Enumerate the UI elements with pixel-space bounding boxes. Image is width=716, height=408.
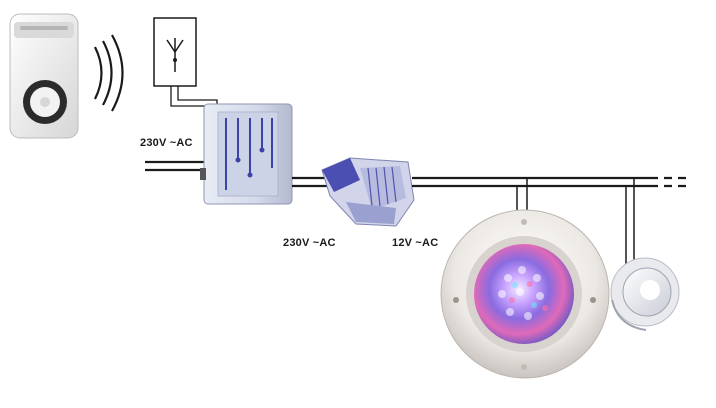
mains-voltage-label: 230V ~AC (140, 137, 193, 149)
control-box (200, 103, 293, 205)
rgb-pool-light (440, 209, 610, 379)
receiver-module (153, 17, 197, 87)
mains-input-wires (145, 160, 210, 172)
transformer (321, 157, 415, 227)
low-voltage-bus (412, 176, 650, 188)
control-to-transformer-wires (292, 176, 330, 188)
transformer-input-label: 230V ~AC (283, 237, 336, 249)
antenna-icon (166, 38, 184, 72)
transformer-output-label: 12V ~AC (392, 237, 439, 249)
wireless-signal-icon (94, 34, 124, 112)
light-lens (474, 244, 574, 344)
bus-continuation-dashes (650, 176, 692, 188)
remote-control (9, 13, 79, 139)
small-pool-light (610, 257, 680, 331)
